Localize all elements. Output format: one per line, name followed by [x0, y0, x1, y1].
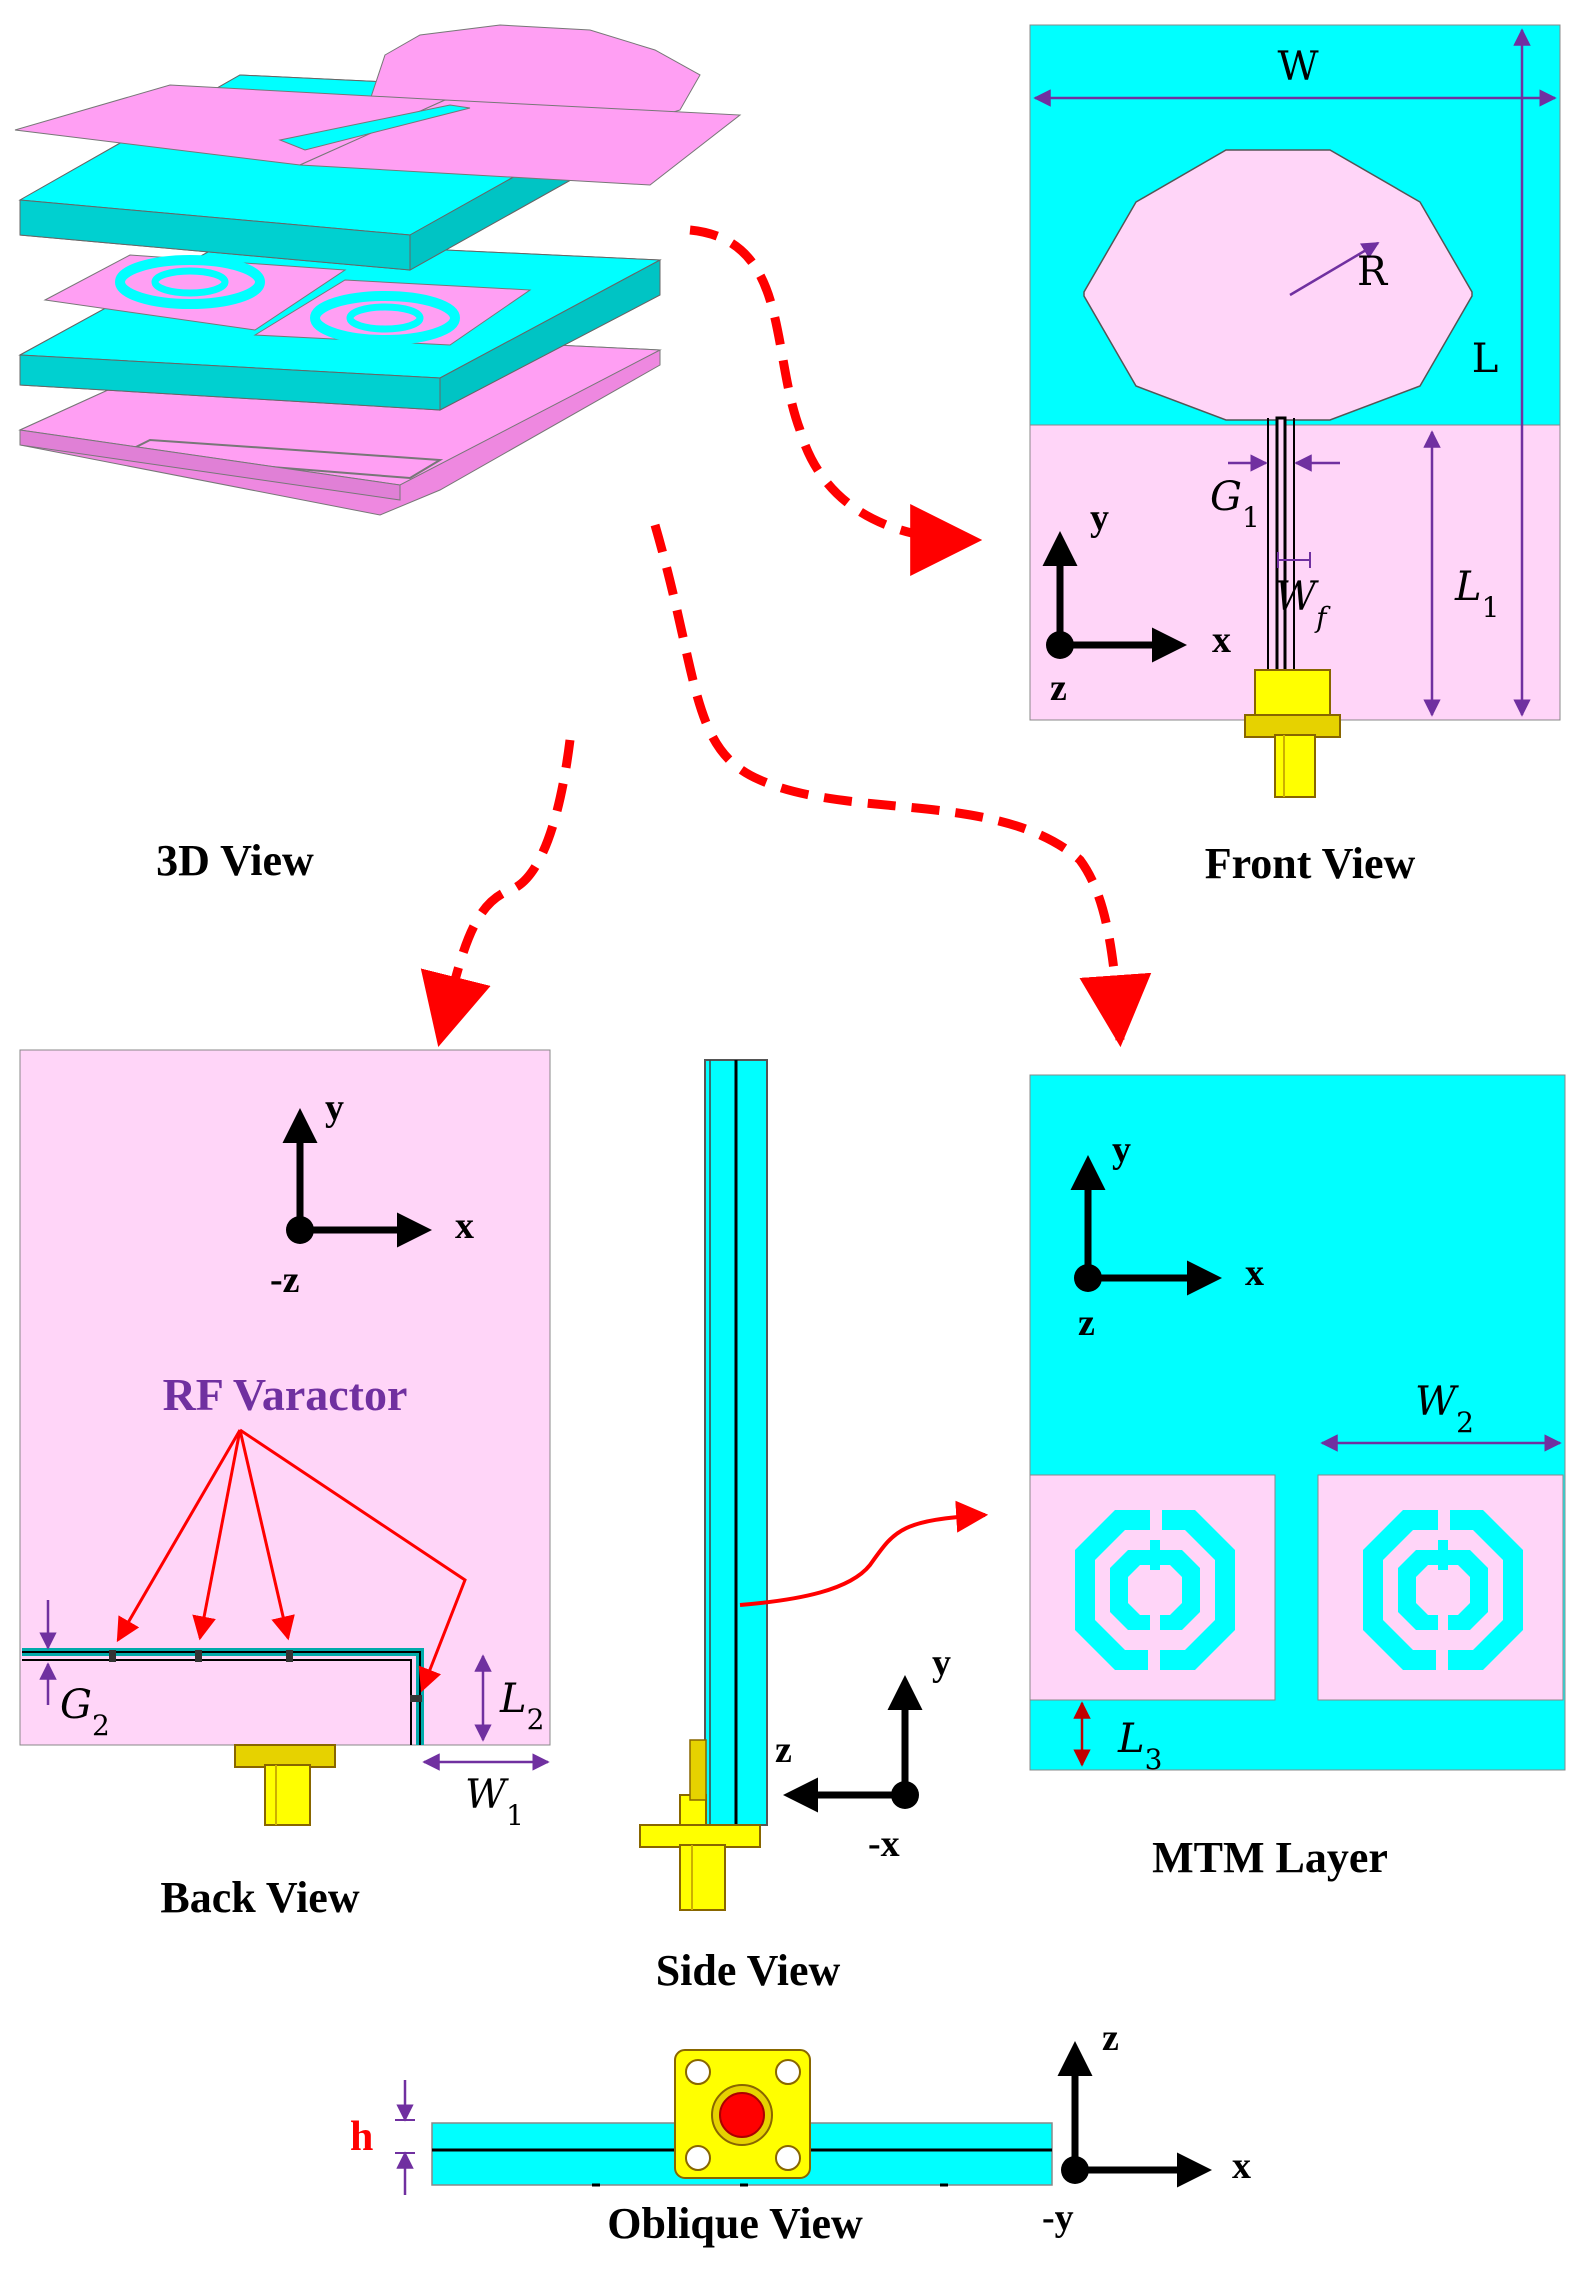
side-view: y z -x [639, 1059, 989, 1911]
svg-text:x: x [1245, 1252, 1264, 1294]
axes-mtm: y x z [1070, 1129, 1264, 1344]
sma-connector-oblique [674, 2049, 811, 2179]
varactor-1 [109, 1650, 116, 1662]
side-to-mtm-arrow [739, 1500, 989, 1607]
front-view: W L R L1 G1 Wf y x z [1029, 24, 1561, 798]
svg-text:-x: -x [868, 1823, 900, 1865]
dim-L: L [1472, 336, 1499, 382]
circular-radiator [1083, 149, 1473, 421]
axes-front: y x z [1042, 497, 1231, 709]
sma-connector-front [1244, 669, 1341, 798]
dim-L2: L2 [499, 1676, 544, 1736]
radiator-layer-3d [14, 24, 742, 186]
caption-front-view: Front View [1205, 839, 1416, 888]
sma-connector-back [234, 1744, 336, 1826]
svg-text:x: x [1212, 619, 1231, 661]
varactor-4 [410, 1695, 422, 1702]
mtm-layer: W2 L3 y x z [1029, 1074, 1566, 1776]
svg-text:-y: -y [1042, 2197, 1074, 2239]
sma-connector-side [639, 1739, 761, 1911]
svg-text:z: z [775, 1729, 792, 1771]
dim-W1: W1 [465, 1772, 524, 1832]
svg-text:x: x [1232, 2145, 1251, 2187]
svg-text:z: z [1050, 667, 1067, 709]
view-3d [14, 24, 742, 516]
dim-h: h [350, 2114, 373, 2160]
axes-oblique: z x -y [1042, 2017, 1251, 2239]
varactor-3 [286, 1650, 293, 1662]
caption-back-view: Back View [160, 1873, 359, 1922]
svg-text:y: y [1112, 1129, 1131, 1171]
svg-text:y: y [1090, 497, 1109, 539]
flow-arrows [420, 225, 1152, 1048]
feed-line [1275, 416, 1287, 682]
rf-varactor-label: RF Varactor [163, 1369, 408, 1420]
axes-side: y z -x [775, 1642, 951, 1865]
svg-text:y: y [932, 1642, 951, 1684]
svg-text:z: z [1078, 1302, 1095, 1344]
dim-R: R [1357, 249, 1389, 295]
axes-back: y x -z [270, 1087, 474, 1301]
svg-text:-z: -z [270, 1259, 300, 1301]
varactor-2 [195, 1650, 202, 1662]
dim-W2: W2 [1415, 1379, 1474, 1439]
svg-text:y: y [325, 1087, 344, 1129]
caption-oblique-view: Oblique View [607, 2199, 863, 2248]
caption-side-view: Side View [656, 1946, 841, 1995]
dim-G2: G2 [60, 1682, 110, 1742]
dim-L3: L3 [1117, 1716, 1162, 1776]
svg-text:z: z [1102, 2017, 1119, 2059]
back-view: RF Varactor G2 L2 W1 y x -z [19, 1049, 551, 1832]
dim-L1: L1 [1454, 564, 1499, 624]
caption-3d-view: 3D View [156, 836, 314, 885]
oblique-view: h z x -y [350, 2017, 1251, 2239]
dim-W: W [1277, 44, 1318, 90]
mtm-cell-left [1029, 1474, 1276, 1701]
caption-mtm-layer: MTM Layer [1152, 1833, 1388, 1882]
varactor-pointers [116, 1428, 467, 1693]
mtm-patches-3d [43, 254, 532, 346]
dim-G1: G1 [1210, 474, 1260, 534]
mtm-cell-right [1317, 1474, 1564, 1701]
svg-text:x: x [455, 1205, 474, 1247]
